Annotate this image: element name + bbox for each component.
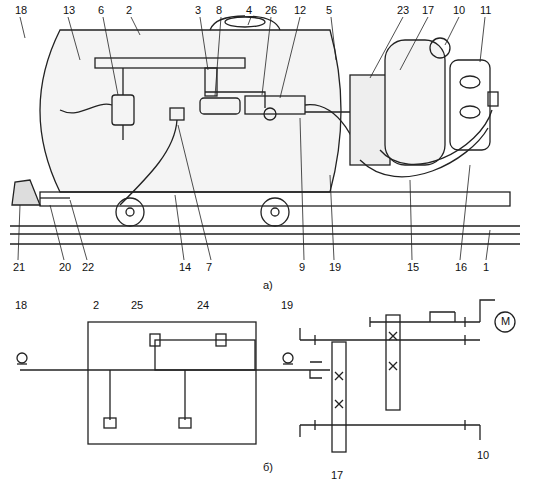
- view-label: а): [262, 280, 274, 291]
- view-label: б): [262, 462, 274, 473]
- callout-number: 22: [81, 262, 95, 273]
- callout-number: 23: [396, 5, 410, 16]
- callout-number: 14: [178, 262, 192, 273]
- schematic: [17, 300, 515, 452]
- callout-number: 19: [280, 300, 294, 311]
- callout-number: 15: [406, 262, 420, 273]
- callout-number: 2: [125, 5, 133, 16]
- callout-number: 3: [194, 5, 202, 16]
- callout-number: 9: [298, 262, 306, 273]
- motor-label: M: [500, 316, 511, 327]
- callout-number: 26: [264, 5, 278, 16]
- outlet-nozzle: [12, 180, 40, 205]
- callout-number: 17: [330, 470, 344, 481]
- callout-number: 18: [14, 300, 28, 311]
- callout-number: 10: [476, 450, 490, 461]
- callout-number: 7: [205, 262, 213, 273]
- callout-number: 18: [14, 5, 28, 16]
- callout-number: 2: [92, 300, 100, 311]
- callout-number: 25: [130, 300, 144, 311]
- callout-number: 11: [479, 5, 492, 16]
- tank: [40, 16, 341, 192]
- callout-number: 20: [58, 262, 72, 273]
- piping: [60, 58, 360, 205]
- callout-number: 19: [328, 262, 342, 273]
- callout-number: 13: [62, 5, 76, 16]
- callout-number: 5: [325, 5, 333, 16]
- filter: [112, 95, 134, 125]
- callout-number: 4: [245, 5, 253, 16]
- callout-number: 8: [215, 5, 223, 16]
- leader-lines: [18, 17, 490, 260]
- callout-number: 6: [97, 5, 105, 16]
- callout-number: 17: [421, 5, 435, 16]
- cart: [10, 180, 520, 244]
- drive-unit: [350, 38, 498, 177]
- callout-number: 16: [454, 262, 468, 273]
- callout-number: 12: [293, 5, 307, 16]
- callout-number: 10: [452, 5, 466, 16]
- callout-number: 1: [482, 262, 490, 273]
- callout-number: 24: [196, 300, 210, 311]
- callout-number: 21: [12, 262, 26, 273]
